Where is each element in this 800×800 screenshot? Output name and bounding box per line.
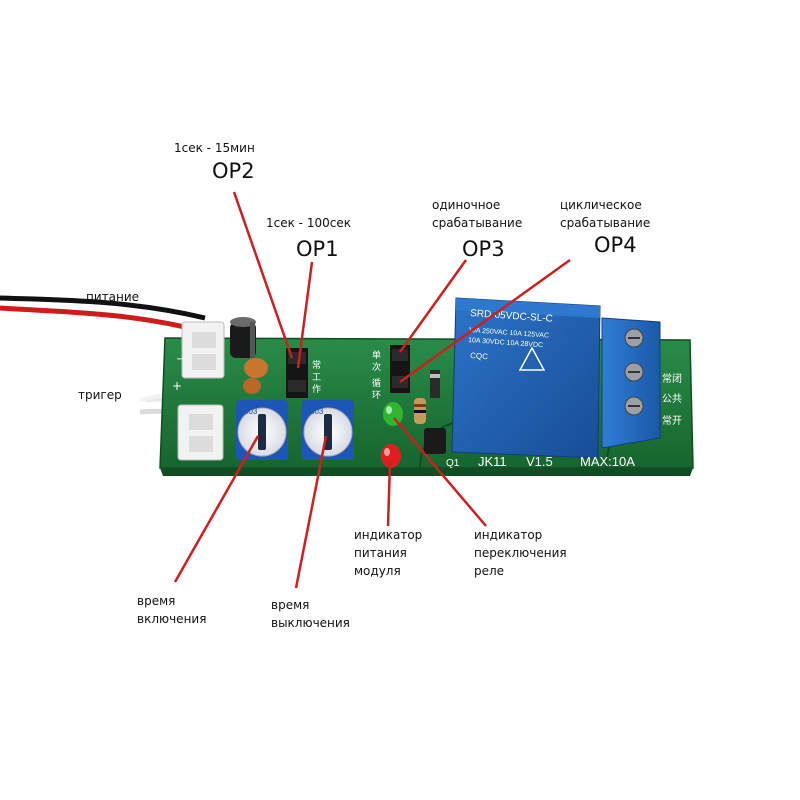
power-led-label: индикатор питания модуля — [354, 526, 422, 580]
op3-mode-label: одиночное срабатывание — [432, 196, 522, 232]
board-version: V1.5 — [526, 454, 553, 469]
op3-mode-line2: срабатывание — [432, 216, 523, 230]
svg-text:循: 循 — [372, 377, 381, 389]
svg-text:常: 常 — [312, 359, 321, 371]
relay: SRD-05VDC-SL-C 10A 250VAC 10A 125VAC 10A… — [451, 297, 601, 459]
pointer-power-led — [386, 461, 392, 527]
power-led-line1: индикатор — [354, 528, 423, 542]
svg-text:次: 次 — [372, 361, 381, 373]
on-time-line1: время — [137, 594, 176, 608]
trigger-connector — [177, 404, 224, 461]
on-time-line2: включения — [137, 612, 207, 626]
pot1-mark: 503 — [244, 407, 258, 416]
potentiometer-on-time: 503 — [236, 400, 288, 460]
relay-led-line3: реле — [474, 564, 505, 578]
op3-label: OP3 — [462, 237, 505, 261]
relay-led-label: индикатор переключения реле — [474, 526, 567, 580]
board-model: JK11 — [478, 454, 507, 469]
power-wires — [0, 295, 206, 335]
op4-mode-label: циклическое срабатывание — [560, 196, 650, 232]
q1-label: Q1 — [446, 458, 460, 469]
op3-mode-line1: одиночное — [432, 198, 501, 212]
ceramic-capacitor — [243, 358, 268, 394]
pointer-off-time — [294, 435, 328, 589]
pot2-mark: 503 — [310, 407, 324, 416]
svg-text:工: 工 — [312, 373, 321, 383]
on-time-label: время включения — [137, 592, 206, 628]
diode — [430, 370, 440, 398]
svg-text:单: 单 — [372, 349, 381, 361]
potentiometer-off-time: 503 — [302, 400, 354, 460]
terminal-no: 常开 — [662, 414, 682, 427]
svg-text:作: 作 — [312, 383, 321, 395]
op4-label: OP4 — [594, 233, 637, 257]
pointer-on-time — [173, 435, 260, 583]
transistor-q1: Q1 — [424, 428, 460, 469]
relay-cqc: CQC — [470, 351, 489, 361]
op1-range-label: 1сек - 100сек — [266, 216, 351, 230]
trigger-label: тригер — [78, 388, 122, 402]
terminal-nc: 常闭 — [662, 372, 682, 385]
power-led-line3: модуля — [354, 564, 401, 578]
svg-text:+: + — [172, 379, 182, 393]
pointer-op2 — [232, 191, 294, 359]
pointer-lines — [173, 191, 571, 589]
off-time-line1: время — [271, 598, 310, 612]
pointer-op3 — [398, 259, 468, 353]
terminal-block: 常闭 公共 常开 — [601, 317, 682, 449]
power-connector: − + — [172, 321, 225, 393]
svg-text:环: 环 — [372, 390, 381, 401]
off-time-label: время выключения — [271, 596, 350, 632]
jumper-op2-op1: 常 工 作 — [286, 348, 321, 398]
power-label: питание — [86, 290, 140, 304]
board-max-current: MAX:10A — [580, 454, 635, 469]
op4-mode-line2: срабатывание — [560, 216, 651, 230]
led-green-relay — [383, 402, 403, 426]
resistor — [414, 398, 426, 424]
relay-led-line2: переключения — [474, 546, 567, 560]
op4-mode-line1: циклическое — [560, 198, 642, 212]
off-time-line2: выключения — [271, 616, 350, 630]
pointer-op1 — [296, 261, 314, 369]
pointer-op4 — [399, 258, 571, 384]
power-led-line2: питания — [354, 546, 407, 560]
pointer-relay-led — [393, 417, 487, 527]
op2-label: OP2 — [212, 159, 255, 183]
electrolytic-capacitor — [230, 317, 256, 358]
terminal-com: 公共 — [662, 393, 682, 405]
svg-text:−: − — [176, 354, 184, 365]
led-red-power — [381, 444, 401, 468]
relay-led-line1: индикатор — [474, 528, 543, 542]
op1-label: OP1 — [296, 237, 339, 261]
op2-range-label: 1сек - 15мин — [174, 141, 255, 155]
